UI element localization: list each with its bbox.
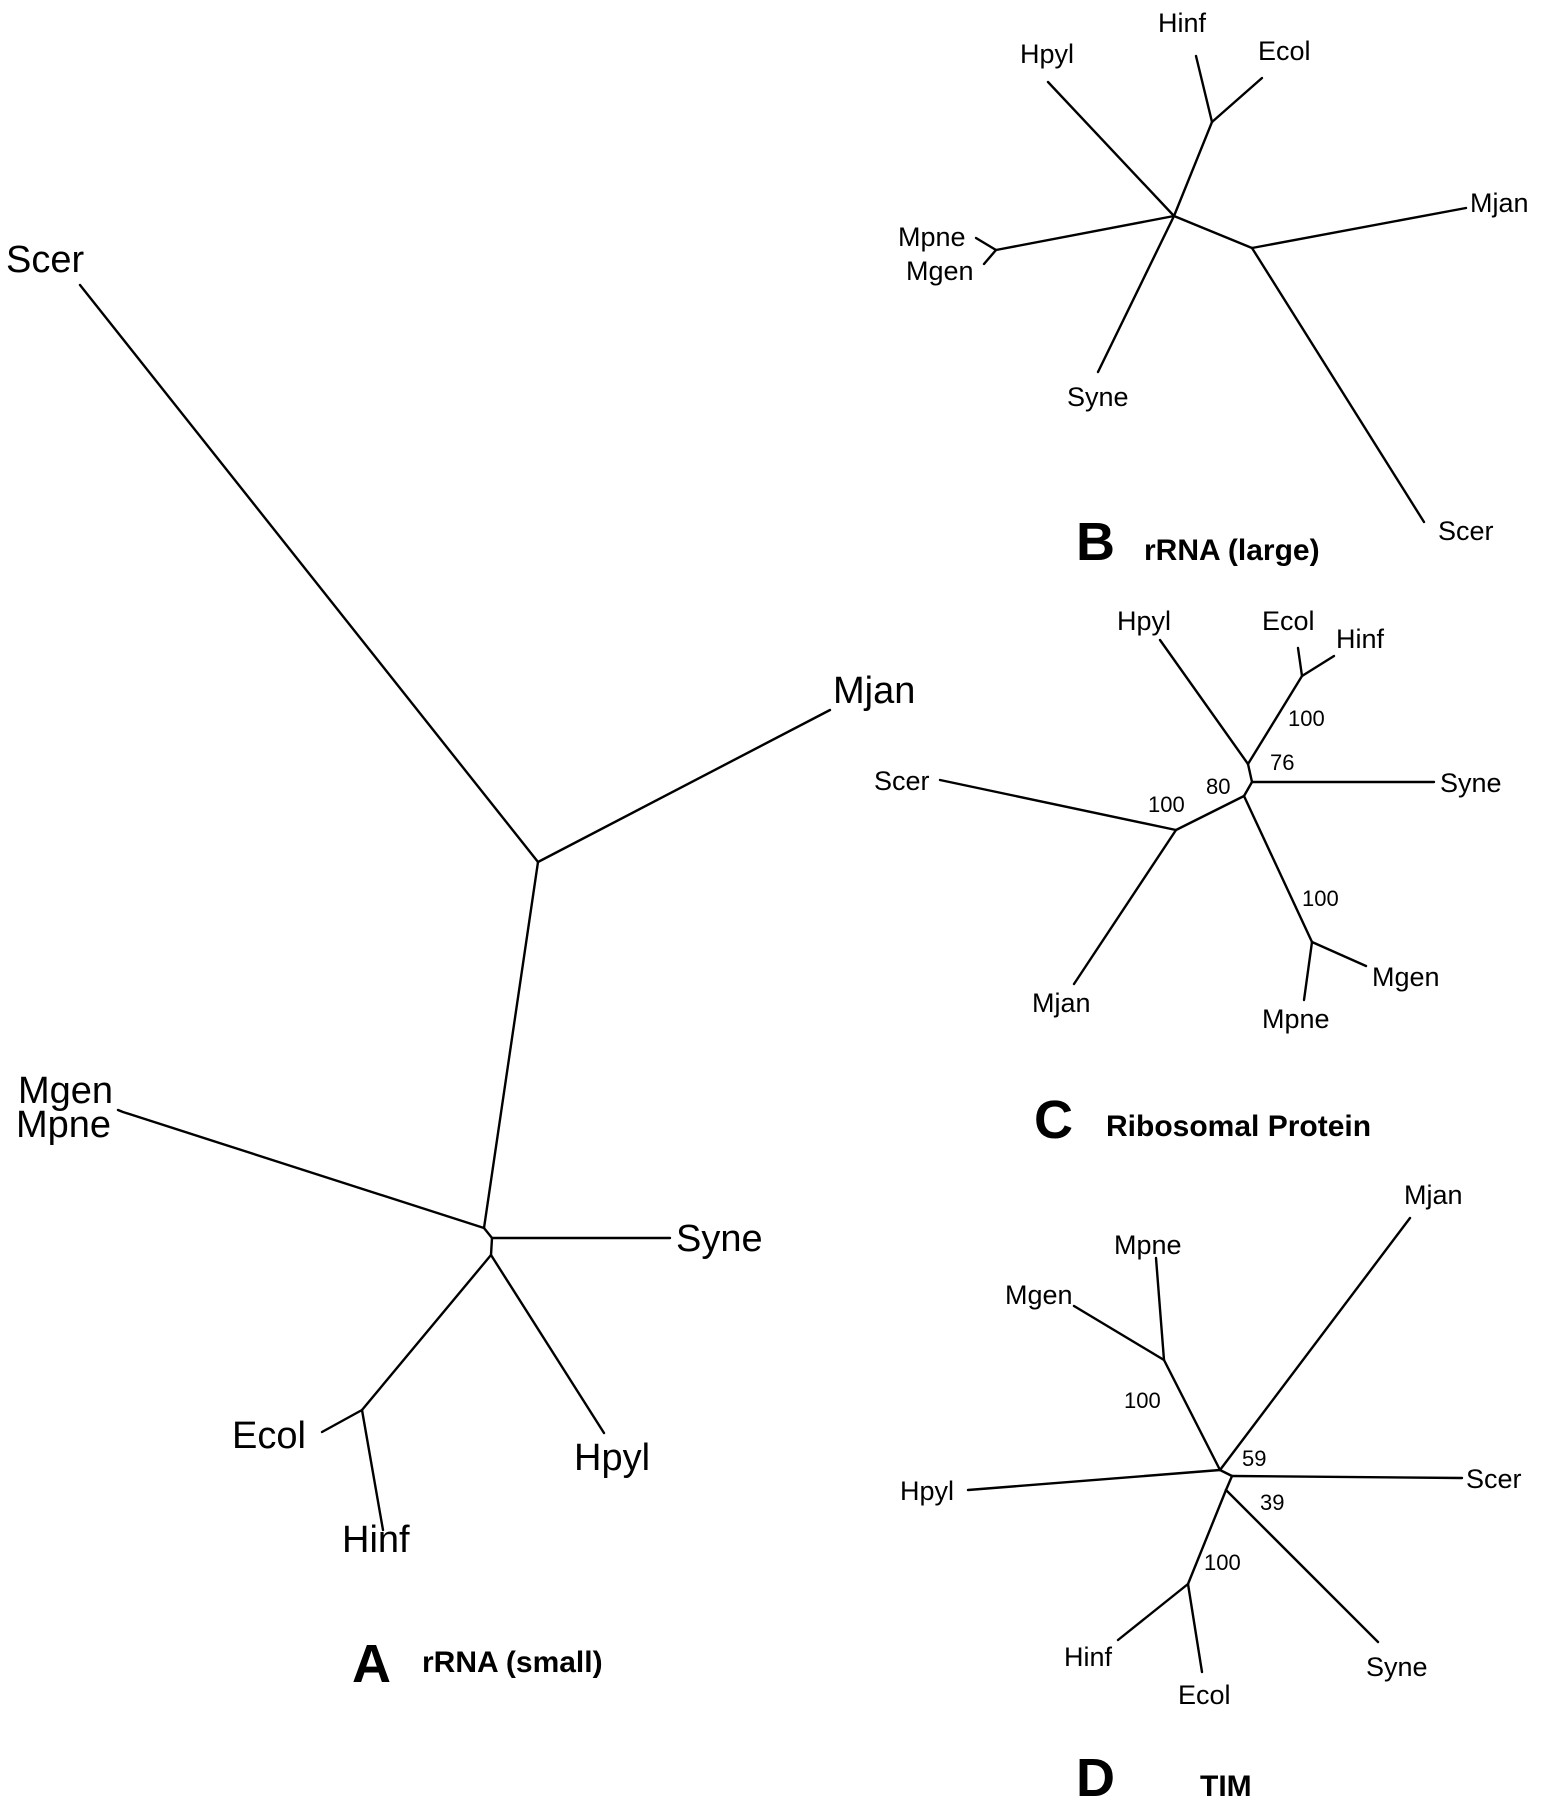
- branch-c-mpne: [1302, 940, 1314, 1002]
- label-c-mpne: Mpne: [1262, 1004, 1330, 1034]
- label-b-mjan: Mjan: [1470, 188, 1529, 218]
- label-c-scer: Scer: [874, 766, 930, 796]
- label-a-syne: Syne: [676, 1218, 763, 1260]
- branch-d-mgen-mpne: [1162, 1358, 1222, 1472]
- label-b-hpyl: Hpyl: [1020, 39, 1074, 69]
- branch-a-hpyl: [489, 1236, 606, 1435]
- branch-c-ecol-hinf: [1246, 674, 1304, 766]
- branch-c-hpyl: [1158, 638, 1250, 766]
- bootstrap-d-mgen-mpne: 100: [1124, 1388, 1161, 1413]
- label-d-hpyl: Hpyl: [900, 1476, 954, 1506]
- label-d-scer: Scer: [1466, 1464, 1522, 1494]
- branch-c-mgen: [1310, 940, 1368, 968]
- branch-c-mgen-mpne: [1242, 794, 1314, 944]
- bootstrap-d-lower: 39: [1260, 1490, 1284, 1515]
- panel-a-caption: rRNA (small): [422, 1646, 603, 1679]
- branch-d-hpyl: [966, 1468, 1222, 1492]
- branch-d-mgen: [1072, 1304, 1166, 1362]
- bootstrap-d-upper: 59: [1242, 1446, 1266, 1471]
- panel-c-tree: Hpyl Ecol Hinf Scer Syne Mjan Mgen Mpne …: [874, 606, 1502, 1150]
- branch-c-scer: [938, 778, 1178, 832]
- label-a-hpyl: Hpyl: [574, 1437, 650, 1479]
- label-d-syne: Syne: [1366, 1652, 1428, 1682]
- label-c-mgen: Mgen: [1372, 962, 1440, 992]
- panel-c-letter: C: [1034, 1090, 1073, 1150]
- label-c-mjan: Mjan: [1032, 988, 1091, 1018]
- branch-b-internal: [1172, 214, 1254, 250]
- branch-b-mpne: [974, 236, 998, 252]
- branch-c-scer-mjan: [1174, 794, 1246, 832]
- branch-d-mjan: [1218, 1216, 1412, 1472]
- branch-a-mjan: [536, 708, 832, 864]
- label-c-hpyl: Hpyl: [1117, 606, 1171, 636]
- panel-d-letter: D: [1076, 1748, 1115, 1800]
- label-a-mjan: Mjan: [833, 670, 915, 712]
- panel-b-caption: rRNA (large): [1144, 534, 1320, 567]
- label-d-mgen: Mgen: [1005, 1280, 1073, 1310]
- label-b-hinf: Hinf: [1158, 8, 1207, 38]
- branch-b-ecol: [1210, 76, 1264, 124]
- label-b-scer: Scer: [1438, 516, 1494, 546]
- branch-a-mgen-mpne: [116, 1108, 486, 1230]
- branch-b-mjan: [1250, 206, 1468, 250]
- bootstrap-d-hinf-ecol: 100: [1204, 1550, 1241, 1575]
- panel-a-tree: Scer Mjan Mgen Mpne Syne Ecol Hpyl Hinf …: [6, 239, 915, 1694]
- branch-d-hinf: [1116, 1582, 1190, 1642]
- branch-d-core: [1218, 1468, 1234, 1492]
- label-a-mgen: Mgen: [18, 1070, 113, 1112]
- branch-d-scer: [1230, 1474, 1464, 1480]
- branch-b-mpne-mgen: [994, 214, 1176, 252]
- label-a-ecol: Ecol: [232, 1415, 306, 1457]
- branch-a-ecol: [320, 1408, 364, 1434]
- label-b-ecol: Ecol: [1258, 36, 1311, 66]
- branch-a-syne: [482, 1226, 672, 1240]
- branch-b-syne: [1096, 214, 1176, 374]
- label-c-hinf: Hinf: [1336, 624, 1385, 654]
- branch-d-syne: [1224, 1488, 1380, 1644]
- label-d-ecol: Ecol: [1178, 1680, 1231, 1710]
- branch-c-mjan: [1072, 828, 1178, 986]
- panel-d-caption: TIM: [1200, 1770, 1252, 1800]
- label-b-mpne: Mpne: [898, 222, 966, 252]
- branch-d-mpne: [1154, 1256, 1166, 1362]
- bootstrap-c-mgen-mpne: 100: [1302, 886, 1339, 911]
- bootstrap-c-scer-mjan: 100: [1148, 792, 1185, 817]
- label-a-mpne: Mpne: [16, 1104, 111, 1146]
- label-a-scer: Scer: [6, 239, 84, 281]
- label-b-syne: Syne: [1067, 382, 1129, 412]
- label-c-syne: Syne: [1440, 768, 1502, 798]
- label-d-mpne: Mpne: [1114, 1230, 1182, 1260]
- branch-b-hinf: [1194, 54, 1214, 124]
- panel-b-tree: Hpyl Hinf Ecol Mjan Mpne Mgen Syne Scer …: [898, 8, 1529, 572]
- branch-a-hinf: [360, 1408, 385, 1532]
- label-d-hinf: Hinf: [1064, 1642, 1113, 1672]
- branch-a-internal: [482, 860, 540, 1230]
- branch-a-ecol-hinf: [360, 1253, 493, 1412]
- branch-b-hpyl: [1046, 80, 1176, 218]
- bootstrap-c-hpyl: 80: [1206, 774, 1230, 799]
- label-a-hinf: Hinf: [342, 1519, 410, 1561]
- label-b-mgen: Mgen: [906, 256, 974, 286]
- branch-d-ecol: [1186, 1582, 1204, 1674]
- label-d-mjan: Mjan: [1404, 1180, 1463, 1210]
- panel-a-letter: A: [352, 1634, 391, 1694]
- branch-a-scer: [78, 283, 540, 864]
- branch-c-core: [1242, 762, 1254, 798]
- branch-c-ecol: [1296, 646, 1304, 678]
- panel-c-caption: Ribosomal Protein: [1106, 1110, 1371, 1143]
- branch-d-hinf-ecol: [1186, 1488, 1228, 1586]
- bootstrap-c-core: 76: [1270, 750, 1294, 775]
- label-c-ecol: Ecol: [1262, 606, 1315, 636]
- branch-b-mgen: [982, 248, 998, 266]
- branch-b-ecol-hinf: [1172, 120, 1214, 218]
- panel-b-letter: B: [1076, 512, 1115, 572]
- branch-b-scer: [1250, 246, 1426, 524]
- bootstrap-c-ecol-hinf: 100: [1288, 706, 1325, 731]
- panel-d-tree: Mjan Mpne Mgen Hpyl Scer Hinf Ecol Syne …: [900, 1180, 1522, 1800]
- branch-c-hinf: [1300, 654, 1336, 678]
